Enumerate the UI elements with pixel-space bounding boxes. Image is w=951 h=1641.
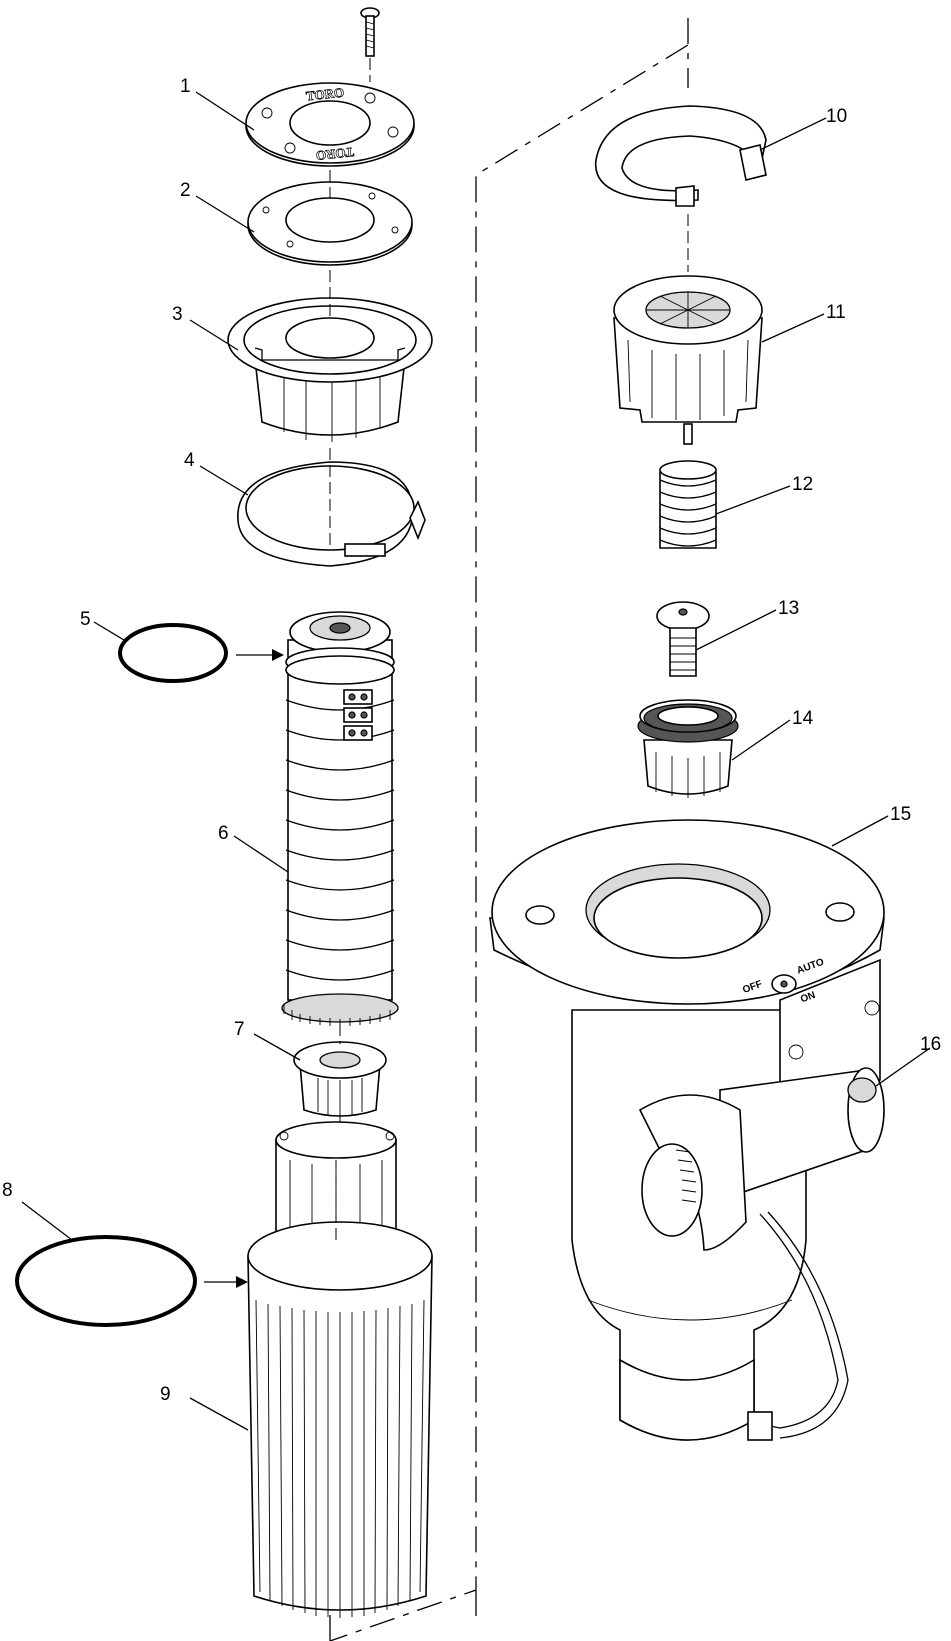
callout-3: 3 (172, 304, 183, 325)
callout-leaders (21, 91, 931, 1431)
part-3-housing-cap (227, 270, 433, 442)
part-10-snap-ring (594, 105, 767, 272)
part-6-riser-assembly (281, 611, 399, 1026)
screw (360, 7, 380, 82)
callout-16: 16 (920, 1034, 941, 1055)
part-2-gasket-plate (247, 170, 413, 266)
nozzle-ports (343, 689, 373, 741)
callout-11: 11 (826, 302, 846, 323)
callout-4: 4 (184, 450, 195, 471)
enclosure-boundary (329, 18, 689, 1641)
part-14-valve-seat (637, 699, 739, 798)
part-5-o-ring (118, 623, 228, 683)
part-8-arrow-head (236, 1276, 248, 1288)
part-4-retaining-ring (237, 448, 426, 567)
callout-9: 9 (160, 1384, 171, 1405)
part-5-arrow-head (272, 649, 284, 661)
logo-text-top: TORO (305, 85, 344, 104)
callout-10: 10 (826, 106, 847, 127)
part-1-cover-plate: TORO TORO (245, 82, 415, 167)
callout-13: 13 (778, 598, 799, 619)
valve-label-on: ON (799, 990, 817, 1005)
callout-15: 15 (890, 804, 911, 825)
callout-8: 8 (2, 1180, 13, 1201)
part-11-stator (613, 275, 763, 445)
callout-numbers: 1 2 3 4 5 6 7 8 9 10 11 12 13 14 15 16 (2, 76, 941, 1405)
part-12-spring (659, 460, 717, 549)
part-13-valve-stem (656, 601, 710, 677)
part-7-nut (293, 1024, 387, 1140)
part-15-valve-body: OFF AUTO ON (489, 819, 885, 1441)
callout-1: 1 (180, 76, 191, 97)
callout-6: 6 (218, 823, 229, 844)
callout-14: 14 (792, 708, 814, 729)
callout-7: 7 (234, 1019, 245, 1040)
part-8-o-ring (15, 1235, 197, 1327)
callout-12: 12 (792, 474, 813, 495)
logo-text-bottom: TORO (315, 145, 354, 164)
callout-2: 2 (180, 180, 191, 201)
callout-5: 5 (80, 609, 91, 630)
part-9-filter-tube (247, 1121, 433, 1618)
